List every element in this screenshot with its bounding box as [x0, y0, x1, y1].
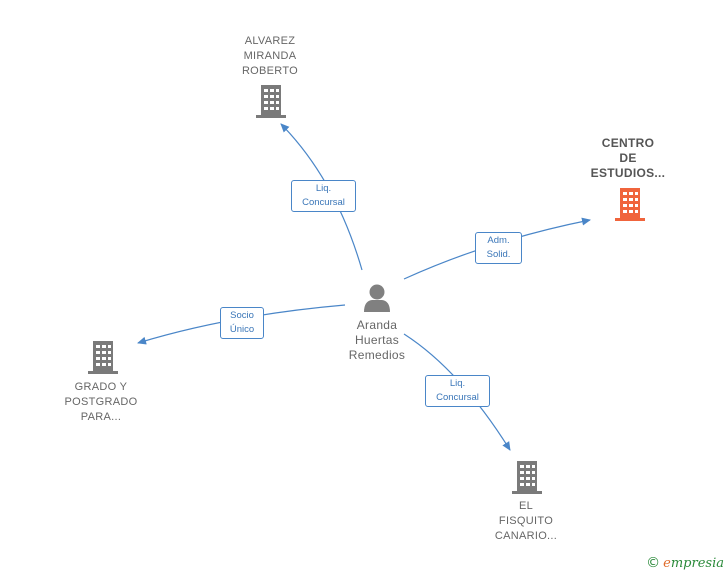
- building-icon[interactable]: [615, 188, 645, 221]
- node-label-fisquito[interactable]: EL FISQUITO CANARIO...: [494, 500, 558, 542]
- building-icon[interactable]: [512, 461, 542, 494]
- brand-logo: ©empresia: [646, 555, 724, 571]
- edge-label-fisquito[interactable]: Liq. Concursal: [425, 375, 490, 407]
- building-icon[interactable]: [256, 85, 286, 118]
- node-label-centro[interactable]: CENTRO DE ESTUDIOS...: [590, 136, 666, 180]
- edge-label-grado[interactable]: Socio Único: [220, 307, 264, 339]
- person-icon[interactable]: [364, 284, 390, 313]
- building-icon[interactable]: [88, 341, 118, 374]
- copyright-icon: ©: [646, 555, 661, 571]
- node-label-center-person[interactable]: Aranda Huertas Remedios: [348, 318, 406, 362]
- node-label-grado[interactable]: GRADO Y POSTGRADO PARA...: [64, 381, 138, 423]
- node-label-alvarez[interactable]: ALVAREZ MIRANDA ROBERTO: [241, 35, 299, 77]
- edge-label-alvarez[interactable]: Liq. Concursal: [291, 180, 356, 212]
- edge-label-centro[interactable]: Adm. Solid.: [475, 232, 522, 264]
